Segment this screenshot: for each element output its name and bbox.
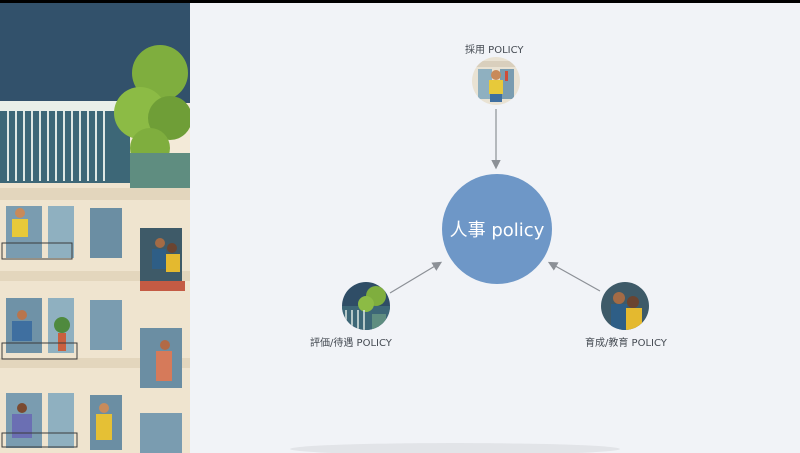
arrow-right-to-center: [547, 261, 601, 292]
node-label-evaluation: 評価/待遇 POLICY: [310, 338, 392, 349]
bottom-shadow: [290, 443, 620, 453]
slide: 人事 policy 採用 POLICY: [0, 3, 800, 453]
node-label-development: 育成/教育 POLICY: [585, 338, 667, 349]
policy-diagram: 人事 policy 採用 POLICY: [190, 3, 800, 453]
arrow-left-to-center: [389, 261, 443, 294]
center-node-hr-policy: 人事 policy: [442, 174, 552, 284]
center-node-label: 人事 policy: [449, 220, 545, 241]
node-recruitment-photo: [472, 57, 520, 105]
node-development-photo: [601, 282, 649, 330]
node-evaluation-photo: [342, 282, 390, 330]
apartment-illustration: [0, 3, 190, 453]
node-label-recruitment: 採用 POLICY: [465, 45, 524, 56]
